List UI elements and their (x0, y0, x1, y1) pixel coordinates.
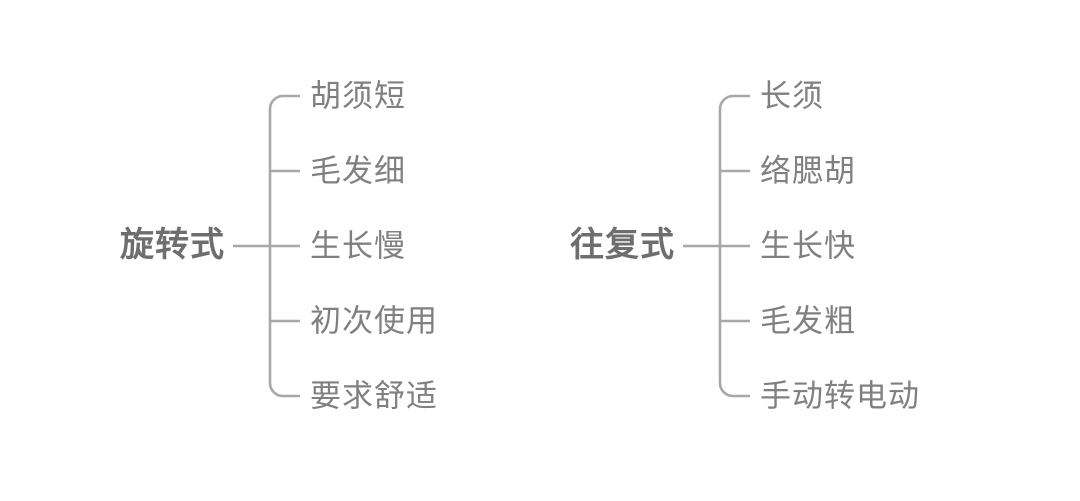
leaf-item: 要求舒适 (310, 378, 438, 414)
spine-path (718, 94, 750, 398)
leaf-item: 毛发粗 (760, 303, 856, 339)
branch-rotary: 旋转式 胡须短 毛发细 生长慢 初次使用 要求舒适 (120, 78, 438, 414)
leaf-item: 络腮胡 (760, 153, 856, 189)
leaf-item: 长须 (760, 78, 824, 114)
root-label-rotary: 旋转式 (120, 226, 225, 264)
leaf-item: 初次使用 (310, 303, 438, 339)
leaf-item: 毛发细 (310, 153, 406, 189)
root-label-reciprocating: 往复式 (570, 226, 675, 264)
leaf-item: 生长慢 (310, 228, 406, 264)
leaf-item: 胡须短 (310, 78, 406, 114)
leaf-item: 生长快 (760, 228, 856, 264)
spine-path (268, 94, 300, 398)
leaf-item: 手动转电动 (760, 378, 920, 414)
branch-reciprocating: 往复式 长须 络腮胡 生长快 毛发粗 手动转电动 (450, 0, 990, 501)
